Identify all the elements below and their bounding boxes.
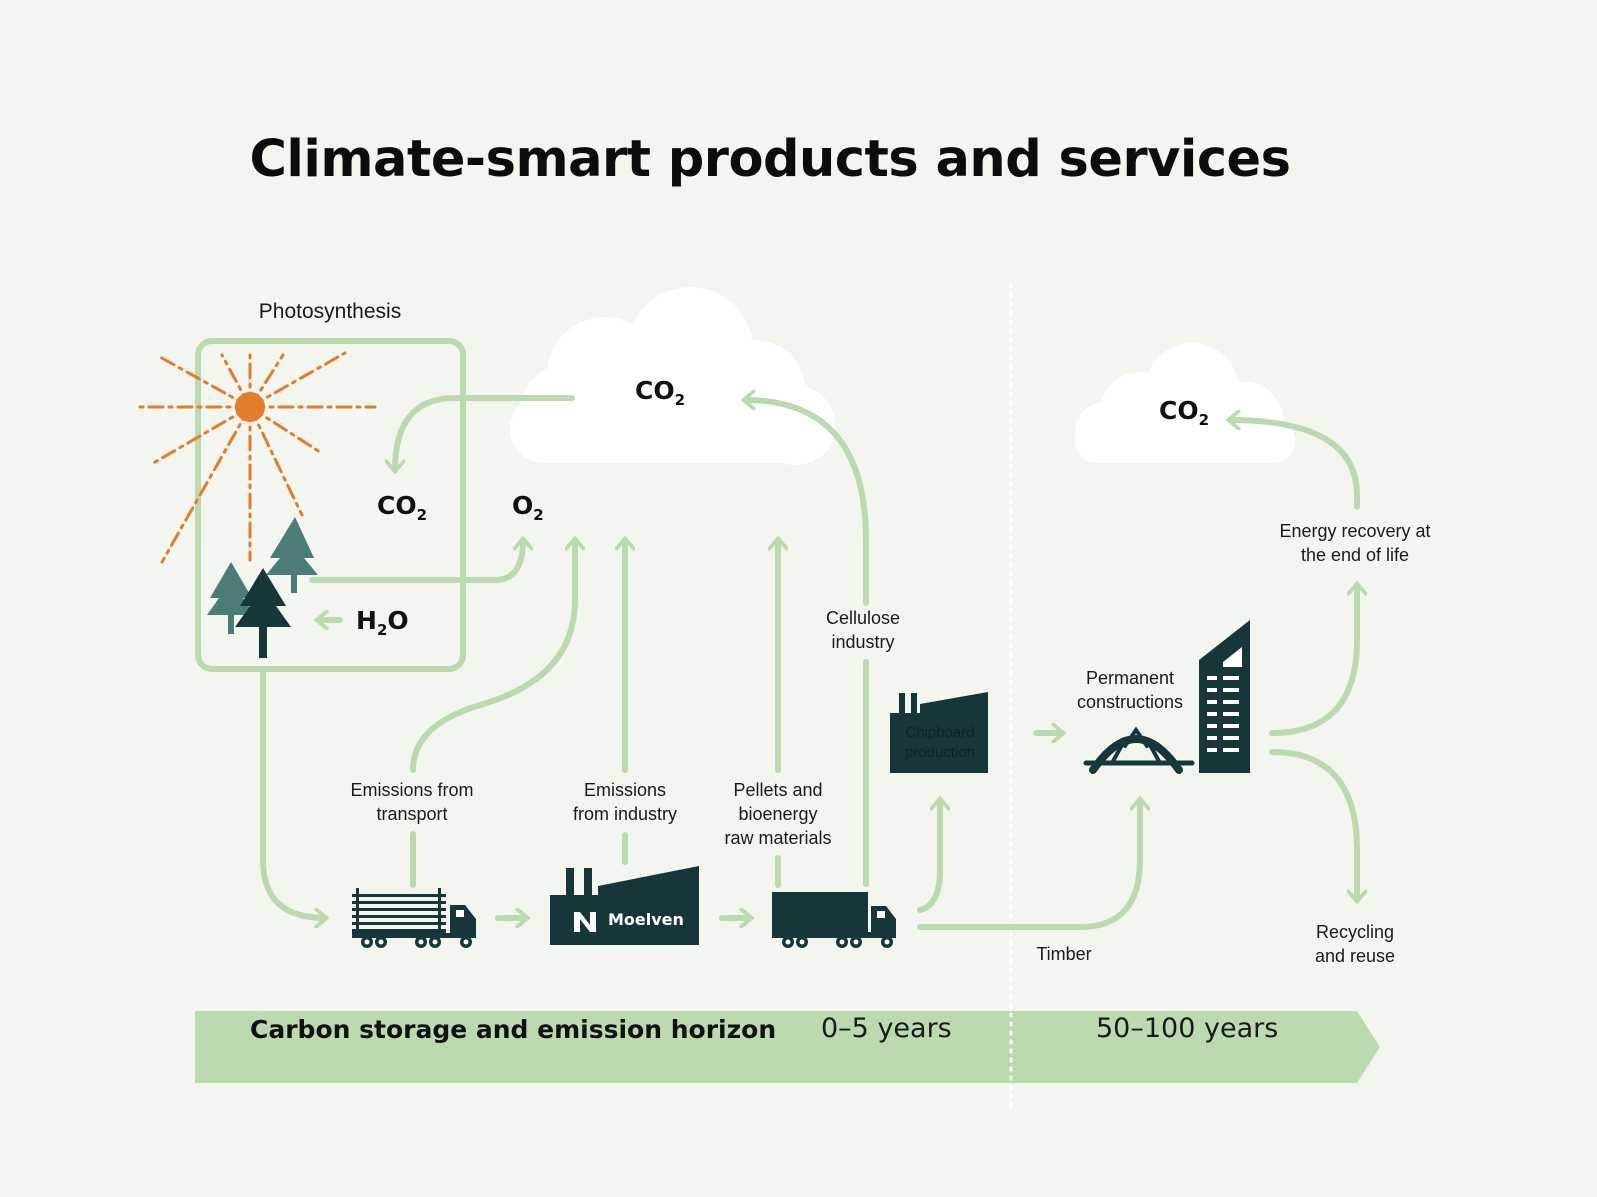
sun-icon xyxy=(136,351,377,564)
arrow-trees-to-o2 xyxy=(309,540,523,583)
arrow-forest-to-transport xyxy=(260,666,325,918)
long-horizon-label: 50–100 years xyxy=(1096,1013,1279,1044)
cloud-co2-label: CO2 xyxy=(635,376,686,409)
arrow-energy-to-cloud xyxy=(1230,420,1360,510)
trees-icon xyxy=(207,517,318,658)
arrow-to-energy-recovery xyxy=(1269,585,1357,736)
arrow-cloud-to-co2 xyxy=(395,395,575,470)
short-horizon-label: 0–5 years xyxy=(821,1013,952,1044)
chipboard-factory-icon xyxy=(890,692,988,773)
cloud-right xyxy=(1075,343,1295,463)
page-title: Climate-smart products and services xyxy=(249,130,1292,189)
right-cloud-co2-label: CO2 xyxy=(1159,396,1210,429)
permanent-constructions-label: Permanent constructions xyxy=(1076,668,1184,712)
h2o-label: H2O xyxy=(356,606,409,639)
log-truck-icon xyxy=(352,888,476,948)
cloud-left xyxy=(510,287,835,465)
moelven-factory-icon xyxy=(550,866,699,945)
arrow-truck-to-chipboard xyxy=(917,800,940,913)
cellulose-label: Cellulose industry xyxy=(825,608,901,652)
photosynthesis-box xyxy=(195,338,466,672)
cargo-truck-icon xyxy=(772,892,896,948)
energy-recovery-label: Energy recovery at the end of life xyxy=(1279,521,1431,565)
arrow-cellulose-up xyxy=(745,400,869,606)
arrow-transport-emissions-up xyxy=(410,540,575,773)
skyscraper-icon xyxy=(1199,620,1250,773)
recycling-label: Recycling and reuse xyxy=(1314,922,1396,966)
emissions-transport-label: Emissions from transport xyxy=(350,780,474,824)
o2-label: O2 xyxy=(512,491,544,524)
photosynthesis-label: Photosynthesis xyxy=(258,300,402,323)
chipboard-label: Chipboard production xyxy=(904,724,976,761)
horizon-band-title: Carbon storage and emission horizon xyxy=(250,1015,777,1044)
arrow-timber-to-constructions xyxy=(917,800,1140,930)
emissions-industry-label: Emissions from industry xyxy=(572,780,678,824)
horizon-band xyxy=(195,1011,1380,1083)
bridge-icon xyxy=(1083,726,1195,774)
moelven-brand-text: Moelven xyxy=(608,910,684,929)
moelven-logo-icon xyxy=(574,912,596,932)
pellets-label: Pellets and bioenergy raw materials xyxy=(724,780,832,848)
timber-label: Timber xyxy=(1036,944,1092,964)
box-co2-label: CO2 xyxy=(377,491,428,524)
arrow-to-recycling xyxy=(1269,749,1357,900)
